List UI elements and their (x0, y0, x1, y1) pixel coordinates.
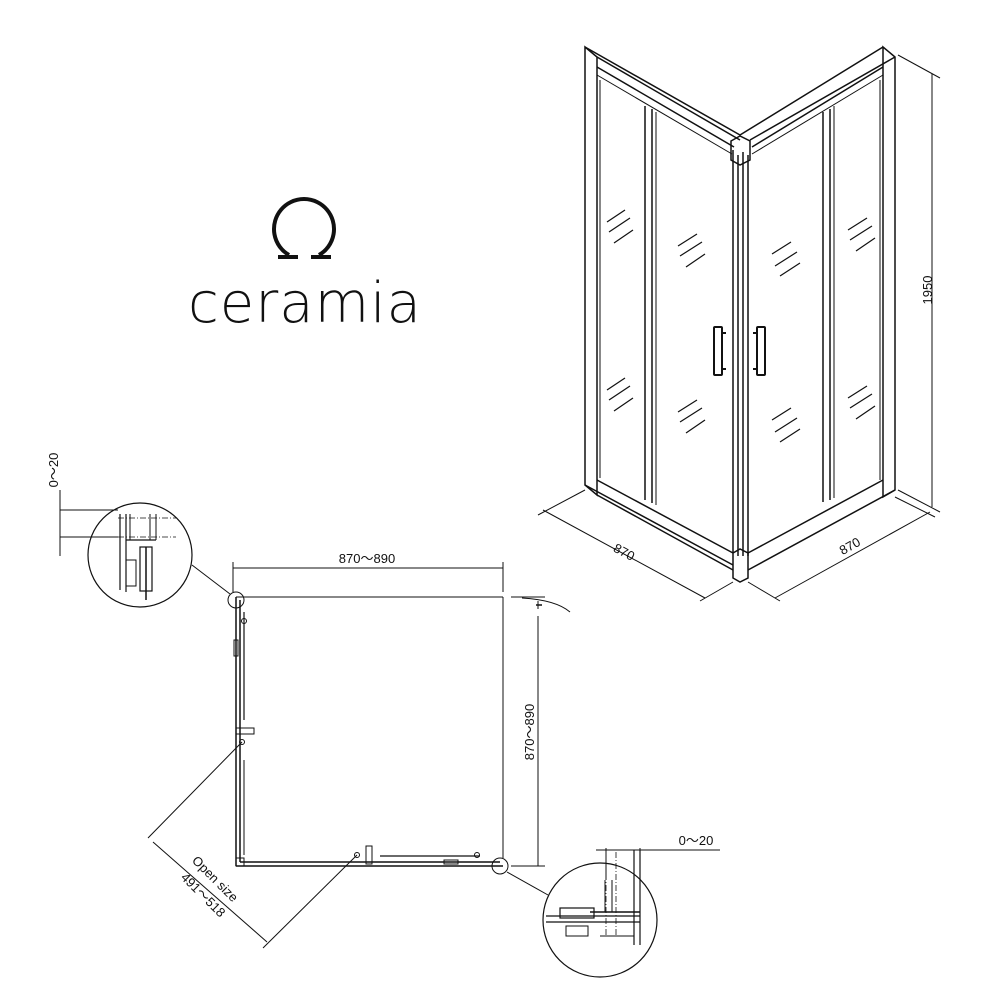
width-right-label: 870 (837, 534, 863, 558)
left-panel-frame (584, 45, 741, 571)
height-dimension: 1950 (897, 54, 941, 513)
detail-bottom-adjust-label: 0～20 (679, 833, 714, 848)
brand-logo: ceramia (188, 197, 422, 336)
height-label: 1950 (920, 276, 935, 305)
width-right-dimension: 870 (747, 496, 936, 602)
glass-reflection-marks (606, 209, 876, 443)
elevation-view: 1950 870 870 (537, 45, 941, 602)
door-handle-right (753, 326, 766, 376)
width-left-dimension: 870 (537, 489, 734, 602)
width-left-label: 870 (611, 540, 637, 563)
right-panel-frame (739, 45, 896, 571)
corner-post (730, 135, 751, 583)
brand-name: ceramia (188, 271, 422, 336)
open-size-dimension: Open size 491～518 (147, 741, 358, 949)
plan-side-dimension: 870～890 (511, 596, 545, 867)
plan-outline (233, 596, 571, 867)
omega-ring-logo-icon (272, 197, 336, 259)
door-handle-left (713, 326, 726, 376)
plan-side-label: 870～890 (522, 704, 537, 760)
detail-callout-bottom-right: 0～20 (491, 833, 720, 978)
detail-callout-top-left: 0～20 (46, 453, 245, 609)
plan-top-dimension: 870～890 (232, 551, 504, 592)
detail-top-adjust-label: 0～20 (46, 453, 61, 488)
plan-view: 870～890 870～890 Open size 491～518 (46, 453, 720, 978)
plan-top-label: 870～890 (339, 551, 395, 566)
